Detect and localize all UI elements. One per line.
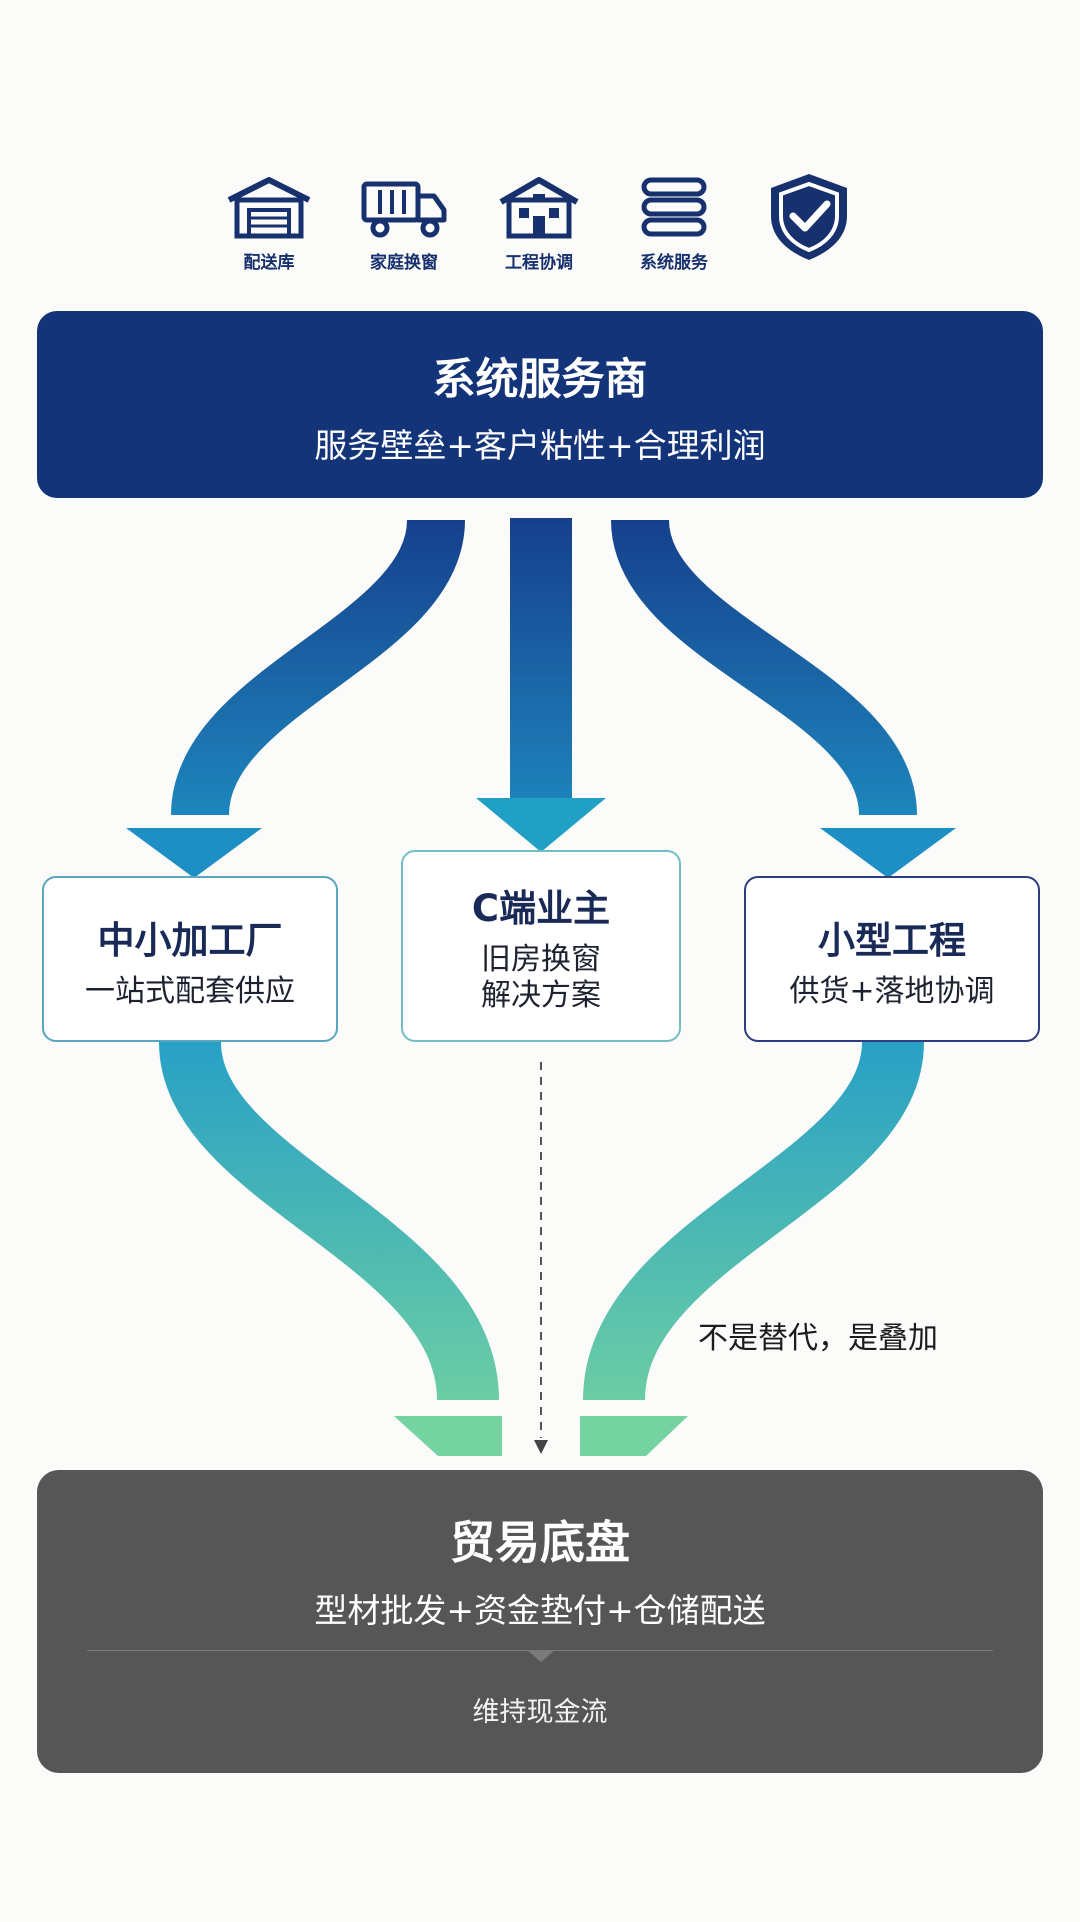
truck-icon <box>361 181 447 238</box>
stack-icon <box>641 177 707 237</box>
segment-subtitle-line1: 旧房换窗 <box>481 942 601 977</box>
segment-box-c-owner: C端业主 旧房换窗 解决方案 <box>401 850 681 1042</box>
overlay-note: 不是替代，是叠加 <box>698 1321 938 1356</box>
segment-subtitle-small-project: 供货+落地协调 <box>789 974 995 1009</box>
trade-base-banner: 贸易底盘 型材批发+资金垫付+仓储配送 维持现金流 <box>37 1470 1043 1773</box>
arrow-right-to-base <box>583 1039 924 1402</box>
arrow-head-right <box>820 828 956 878</box>
segment-box-small-project: 小型工程 供货+落地协调 <box>744 876 1040 1042</box>
icon-label-building: 工程协调 <box>505 253 573 273</box>
arrow-head-right-base <box>580 1416 688 1456</box>
segment-title-small-factory: 中小加工厂 <box>97 919 283 962</box>
arrow-left-to-base <box>159 1039 499 1402</box>
segment-title-c-owner: C端业主 <box>471 887 611 930</box>
icon-item-truck: 家庭换窗 <box>344 176 464 273</box>
trade-base-title: 贸易底盘 <box>449 1516 630 1569</box>
trade-base-footer: 维持现金流 <box>472 1697 608 1728</box>
arrow-head-left <box>126 828 262 878</box>
trade-base-subtitle: 型材批发+资金垫付+仓储配送 <box>314 1591 766 1630</box>
arrow-to-left-segment <box>171 517 465 818</box>
service-provider-banner: 系统服务商 服务壁垒+客户粘性+合理利润 <box>37 311 1043 498</box>
icon-item-stack: 系统服务 <box>614 176 734 273</box>
arrow-head-middle <box>476 798 606 852</box>
building-icon <box>499 177 579 239</box>
shield-check-icon <box>771 174 847 260</box>
icon-item-warehouse: 配送库 <box>209 176 329 273</box>
icon-label-stack: 系统服务 <box>640 253 708 273</box>
trade-base-divider-notch <box>527 1650 555 1662</box>
arrow-to-right-segment <box>611 517 917 818</box>
service-provider-title: 系统服务商 <box>432 355 648 405</box>
segment-subtitle-small-factory: 一站式配套供应 <box>85 974 295 1009</box>
arrow-to-middle-segment <box>510 518 572 800</box>
dashed-arrow-head <box>534 1440 548 1454</box>
icon-label-truck: 家庭换窗 <box>370 253 438 273</box>
segment-subtitle-c-owner: 旧房换窗 解决方案 <box>403 942 679 1014</box>
arrow-head-left-base <box>394 1416 502 1456</box>
icon-label-warehouse: 配送库 <box>243 253 295 273</box>
segment-title-small-project: 小型工程 <box>818 919 966 962</box>
segment-subtitle-line2: 解决方案 <box>481 978 601 1013</box>
service-provider-subtitle: 服务壁垒+客户粘性+合理利润 <box>314 426 766 465</box>
icon-item-shield <box>749 170 869 264</box>
warehouse-icon <box>227 177 311 239</box>
icon-item-building: 工程协调 <box>479 176 599 273</box>
segment-box-small-factory: 中小加工厂 一站式配套供应 <box>42 876 338 1042</box>
